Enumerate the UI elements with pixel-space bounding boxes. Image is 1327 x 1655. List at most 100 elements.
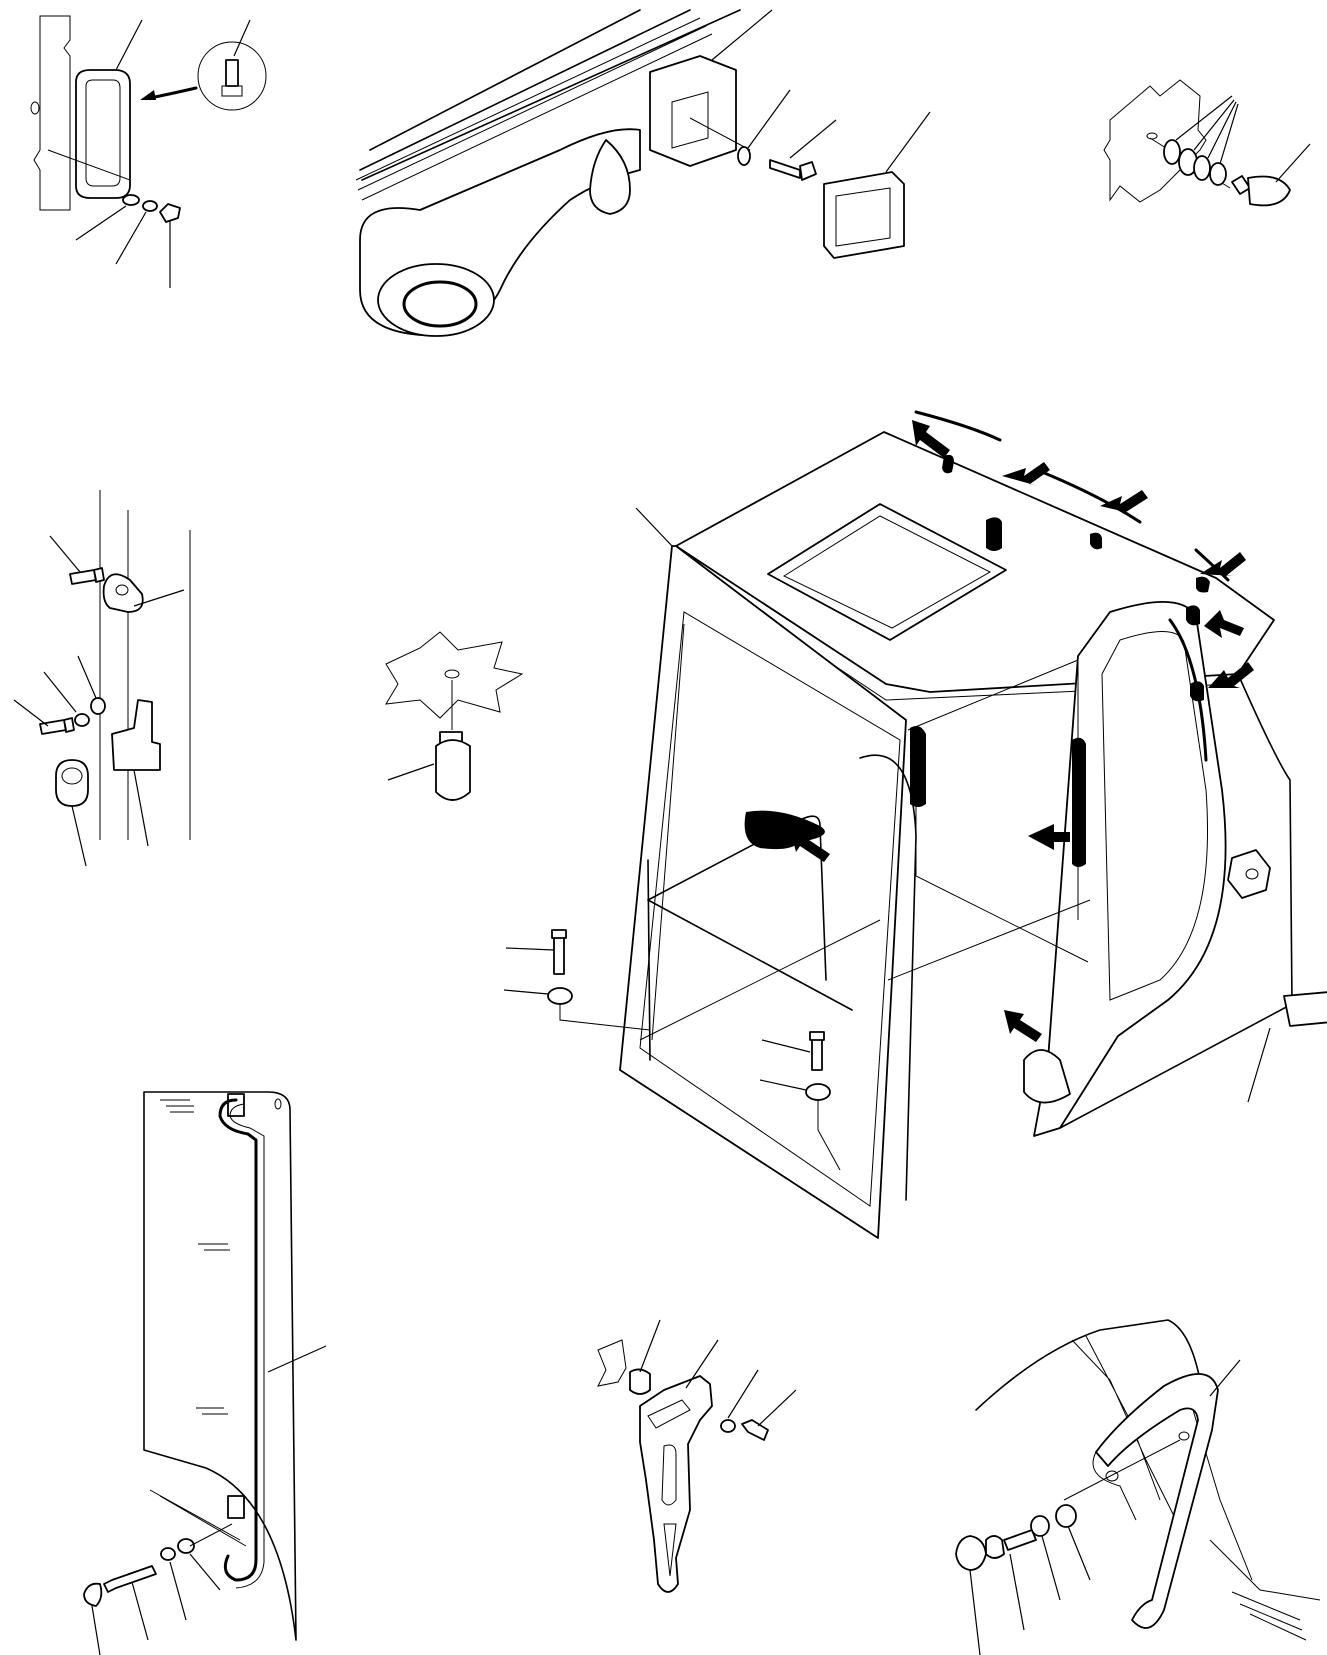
door-stopper-rubber [1186, 605, 1200, 626]
mount-hole [1105, 1470, 1119, 1482]
washer-icon [720, 1419, 736, 1433]
cap-inner [835, 187, 891, 247]
door-stopper-rubber [1190, 681, 1204, 702]
leader-line [1175, 95, 1233, 141]
door-seal-strip [1168, 618, 1208, 762]
arrow-icon [1028, 824, 1070, 850]
striker-plate [102, 573, 144, 613]
leader-line [711, 9, 773, 61]
long-handrail [218, 1098, 258, 1582]
cap-icon [1247, 175, 1291, 207]
leader-line [75, 205, 127, 241]
leader-line [885, 111, 931, 173]
catch-arm-slots [661, 1444, 677, 1577]
pillar-lines [99, 490, 191, 840]
washer-icon [1055, 1504, 1077, 1528]
assembly-line [689, 117, 751, 151]
leader-line [133, 589, 185, 607]
leader-line [1275, 143, 1311, 183]
handrail-mount-plate [227, 1093, 245, 1519]
step-bar [1283, 991, 1327, 1027]
boom-edge-lines [355, 17, 713, 201]
cab-door-catch-detail [597, 1319, 797, 1593]
handrail-foot [1092, 1451, 1137, 1521]
assembly-line [817, 1100, 841, 1171]
arrow-icon [912, 420, 950, 458]
mount-hole [444, 669, 460, 679]
boom-body [359, 9, 741, 181]
bracket-opening [671, 91, 709, 149]
bolt-icon [69, 567, 105, 585]
floor-lines [639, 899, 1091, 1041]
frame-edge [651, 623, 685, 1041]
arrow-icon [1208, 662, 1254, 688]
bolt-icon [741, 1419, 769, 1441]
panel-section [385, 631, 524, 719]
leader-line [1193, 99, 1235, 151]
washer-icon [1030, 1515, 1050, 1537]
leader-line [685, 1339, 719, 1389]
arrow-icon [140, 90, 156, 100]
cab-cross-bar [647, 899, 853, 1011]
panel-texture [160, 1099, 230, 1415]
roof-stopper-rubber [1196, 576, 1210, 593]
leader-line [789, 119, 837, 159]
catch-arm-edge [647, 1399, 691, 1429]
leader-line [1067, 1525, 1091, 1581]
roof-stopper-rubber [1090, 532, 1102, 550]
leader-line [131, 1581, 149, 1641]
roof-stopper-rubber [942, 454, 954, 474]
panel-texture [1231, 1591, 1307, 1641]
arrow-icon [1004, 1010, 1042, 1042]
leader-line [635, 507, 673, 547]
leader-line [189, 1553, 221, 1591]
bolt-icon [103, 1565, 157, 1593]
leader-line [71, 805, 87, 867]
washer-icon [1163, 139, 1181, 165]
leader-line [505, 947, 555, 951]
door-rubber-strip [1072, 737, 1086, 867]
callout-curve [148, 86, 198, 100]
boom-pin-bore [402, 280, 478, 328]
boom-foot-bracket-detail [355, 9, 931, 337]
bolt-icon [809, 1031, 825, 1071]
panel-step-lines [149, 1489, 247, 1547]
leader-line [49, 535, 81, 573]
washer-icon [122, 194, 140, 206]
cab-door-frame [1033, 601, 1227, 1137]
leader-line [387, 763, 435, 781]
washer-icon [1209, 162, 1227, 186]
leader-line [639, 1319, 661, 1373]
leader-line [1207, 101, 1237, 159]
leader-line [115, 211, 147, 265]
mount-hole [274, 1098, 282, 1110]
washer-icon [74, 713, 90, 727]
door-hinge-plate [1227, 849, 1271, 899]
long-handrail-detail [83, 1091, 327, 1655]
mount-hole [30, 101, 40, 115]
cap-icon [955, 1535, 987, 1571]
boom-pin-boss [377, 263, 495, 337]
arrow-icon [1002, 462, 1050, 486]
leader-line [969, 1569, 981, 1655]
panel-outline [975, 1319, 1201, 1411]
leader-line [13, 699, 49, 727]
cap-icon [55, 759, 89, 807]
side-handrail-detail [955, 1319, 1321, 1655]
door-latch [1023, 1049, 1071, 1104]
bolt-icon [769, 159, 817, 181]
leader-line [761, 1039, 811, 1053]
cab-front-frame [619, 545, 907, 1239]
panel-outline [143, 1091, 297, 1641]
door-lock-striker-detail [13, 490, 191, 867]
assembly-line [47, 149, 131, 181]
striker-hole [115, 584, 129, 596]
catch-spacer [629, 1368, 651, 1395]
cap-icon [83, 1582, 103, 1607]
panel-outline [33, 15, 71, 211]
catch-bracket [111, 699, 161, 771]
washer-icon [1193, 155, 1211, 181]
washer-icon [547, 987, 573, 1005]
